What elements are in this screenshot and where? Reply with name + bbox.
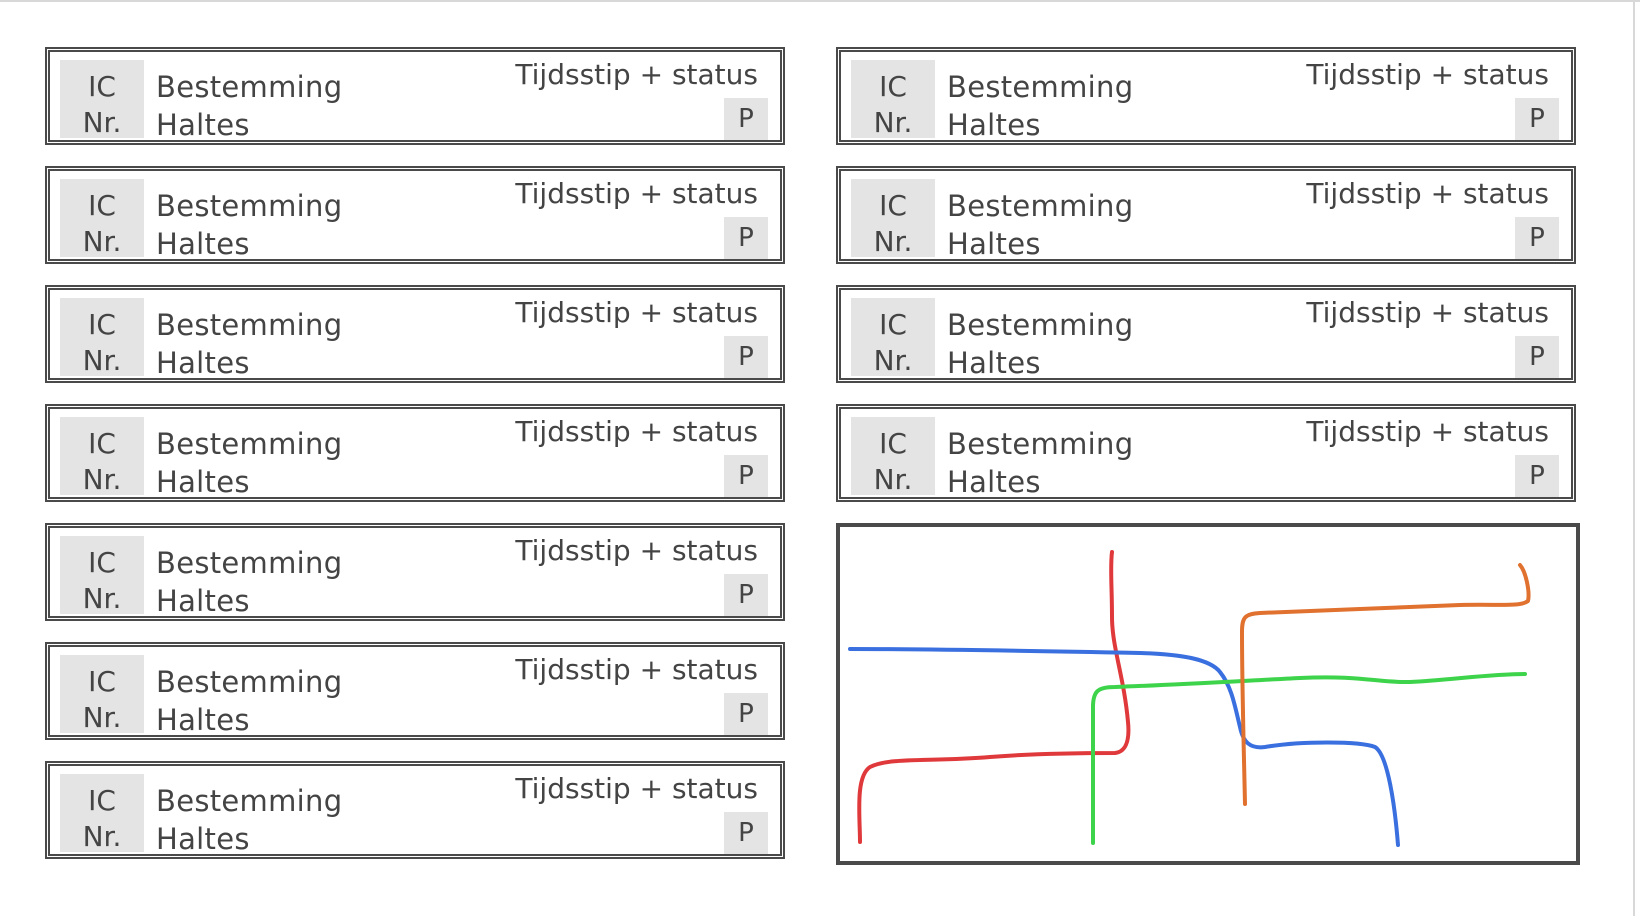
- train-type: IC: [879, 70, 907, 103]
- destination: Bestemming: [947, 189, 1134, 223]
- platform-badge: P: [724, 455, 768, 497]
- stops: Haltes: [947, 227, 1041, 261]
- stops: Haltes: [156, 822, 250, 856]
- right-border: [1633, 0, 1635, 916]
- platform-badge: P: [1515, 455, 1559, 497]
- route-line-blue: [848, 647, 1400, 847]
- platform-badge: P: [1515, 98, 1559, 140]
- train-number: Nr.: [82, 106, 122, 139]
- time-status: Tijdsstip + status: [515, 415, 758, 448]
- destination: Bestemming: [156, 308, 343, 342]
- train-number: Nr.: [82, 463, 122, 496]
- train-type: IC: [879, 189, 907, 222]
- stops: Haltes: [156, 465, 250, 499]
- stops: Haltes: [947, 108, 1041, 142]
- destination: Bestemming: [156, 665, 343, 699]
- train-number: Nr.: [82, 701, 122, 734]
- platform-badge: P: [1515, 217, 1559, 259]
- route-line-orange: [1240, 563, 1531, 806]
- train-type: IC: [879, 427, 907, 460]
- train-type: IC: [88, 189, 116, 222]
- time-status: Tijdsstip + status: [515, 58, 758, 91]
- top-border: [0, 0, 1640, 2]
- time-status: Tijdsstip + status: [1306, 296, 1549, 329]
- train-number: Nr.: [82, 225, 122, 258]
- route-map-svg: [848, 550, 1531, 847]
- platform-badge: P: [724, 217, 768, 259]
- stops: Haltes: [947, 465, 1041, 499]
- train-type: IC: [88, 70, 116, 103]
- stops: Haltes: [947, 346, 1041, 380]
- destination: Bestemming: [156, 427, 343, 461]
- train-type: IC: [879, 308, 907, 341]
- train-type: IC: [88, 308, 116, 341]
- train-number: Nr.: [82, 582, 122, 615]
- platform-badge: P: [1515, 336, 1559, 378]
- train-number: Nr.: [82, 344, 122, 377]
- time-status: Tijdsstip + status: [515, 534, 758, 567]
- destination: Bestemming: [156, 189, 343, 223]
- time-status: Tijdsstip + status: [1306, 415, 1549, 448]
- platform-badge: P: [724, 693, 768, 735]
- stops: Haltes: [156, 346, 250, 380]
- train-number: Nr.: [873, 463, 913, 496]
- destination: Bestemming: [947, 308, 1134, 342]
- platform-badge: P: [724, 336, 768, 378]
- stops: Haltes: [156, 703, 250, 737]
- time-status: Tijdsstip + status: [515, 177, 758, 210]
- train-number: Nr.: [82, 820, 122, 853]
- time-status: Tijdsstip + status: [515, 772, 758, 805]
- destination: Bestemming: [947, 70, 1134, 104]
- platform-badge: P: [724, 574, 768, 616]
- train-type: IC: [88, 784, 116, 817]
- train-type: IC: [88, 546, 116, 579]
- platform-badge: P: [724, 812, 768, 854]
- destination: Bestemming: [156, 784, 343, 818]
- destination: Bestemming: [156, 70, 343, 104]
- route-line-green: [1091, 672, 1527, 845]
- train-number: Nr.: [873, 344, 913, 377]
- stops: Haltes: [156, 584, 250, 618]
- route-map-panel: [836, 523, 1580, 865]
- stops: Haltes: [156, 108, 250, 142]
- time-status: Tijdsstip + status: [515, 296, 758, 329]
- stops: Haltes: [156, 227, 250, 261]
- train-type: IC: [88, 665, 116, 698]
- destination: Bestemming: [156, 546, 343, 580]
- time-status: Tijdsstip + status: [1306, 58, 1549, 91]
- route-line-red: [857, 550, 1131, 844]
- time-status: Tijdsstip + status: [515, 653, 758, 686]
- train-type: IC: [88, 427, 116, 460]
- train-number: Nr.: [873, 225, 913, 258]
- train-number: Nr.: [873, 106, 913, 139]
- time-status: Tijdsstip + status: [1306, 177, 1549, 210]
- destination: Bestemming: [947, 427, 1134, 461]
- platform-badge: P: [724, 98, 768, 140]
